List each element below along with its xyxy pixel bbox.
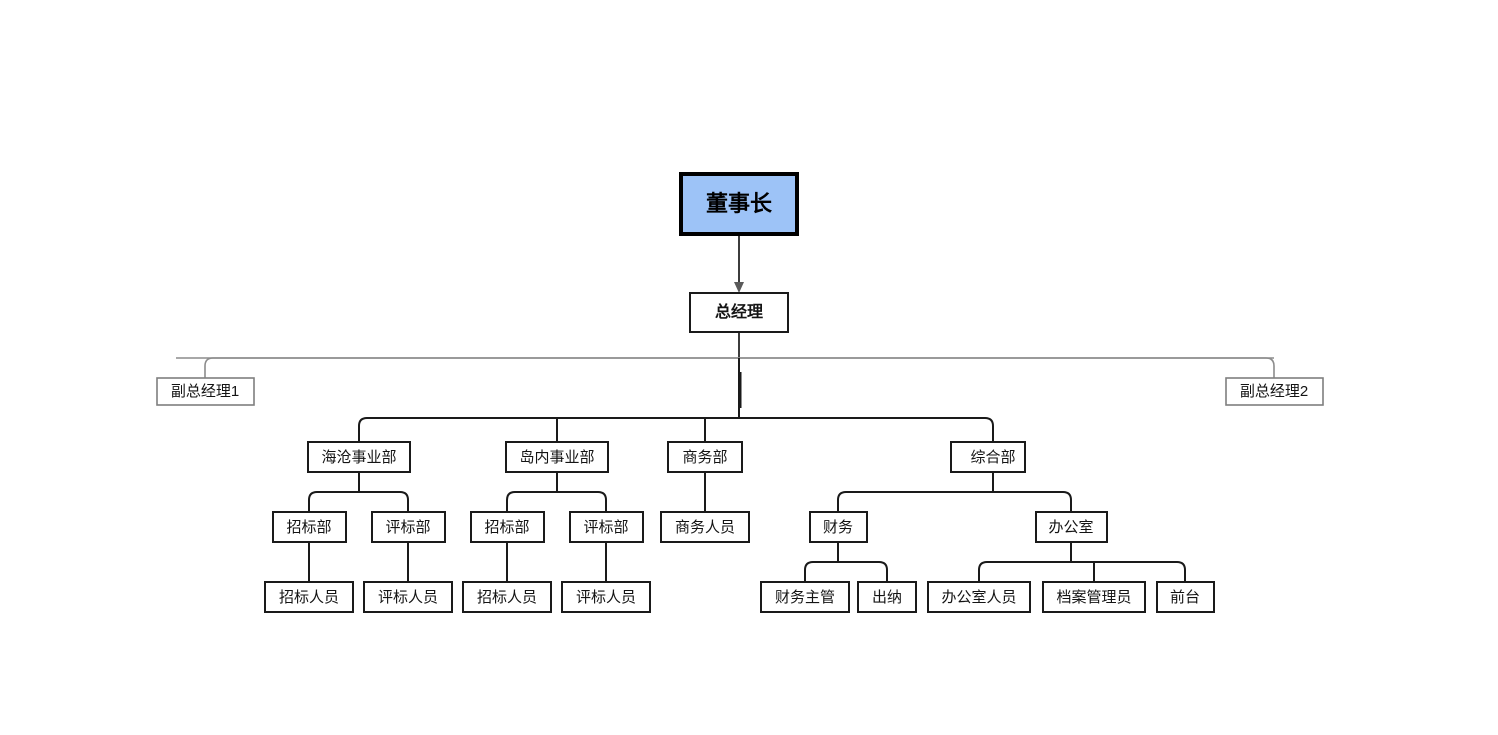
node-office-staff-box[interactable] bbox=[927, 581, 1031, 613]
node-cashier-box[interactable] bbox=[857, 581, 917, 613]
node-daonei-bidding-staff[interactable]: 招标人员 bbox=[462, 581, 552, 613]
node-business-staff[interactable]: 商务人员 bbox=[660, 511, 750, 543]
node-daonei-bidding-staff-label: 招标人员 bbox=[477, 589, 537, 606]
node-archivist-box[interactable] bbox=[1042, 581, 1146, 613]
node-daonei-bidding-dept-label: 招标部 bbox=[484, 519, 529, 536]
connector-layer bbox=[176, 234, 1275, 582]
node-cashier-label: 出纳 bbox=[872, 589, 902, 606]
node-office-staff-label: 办公室人员 bbox=[941, 589, 1016, 606]
node-deputy-manager-2-label: 副总经理2 bbox=[1240, 383, 1308, 400]
node-daonei-evaluation-dept-label: 评标部 bbox=[583, 519, 628, 536]
node-daonei-bidding-dept-box[interactable] bbox=[470, 511, 545, 543]
node-haicang-bidding-dept-box[interactable] bbox=[272, 511, 347, 543]
node-archivist[interactable]: 档案管理员 bbox=[1042, 581, 1146, 613]
node-chairman-box[interactable] bbox=[679, 172, 799, 236]
node-reception-box[interactable] bbox=[1156, 581, 1215, 613]
node-daonei-division[interactable]: 岛内事业部 bbox=[505, 441, 609, 473]
node-haicang-evaluation-dept[interactable]: 评标部 bbox=[371, 511, 446, 543]
node-finance-office-label: 财务 bbox=[823, 519, 853, 536]
node-haicang-evaluation-staff[interactable]: 评标人员 bbox=[363, 581, 453, 613]
node-haicang-bidding-staff-label: 招标人员 bbox=[279, 589, 339, 606]
node-haicang-bidding-staff-box[interactable] bbox=[264, 581, 354, 613]
node-business-staff-box[interactable] bbox=[660, 511, 750, 543]
edge-bus-haicang-children bbox=[308, 491, 409, 512]
node-finance-supervisor-label: 财务主管 bbox=[775, 589, 835, 606]
node-haicang-division-box[interactable] bbox=[307, 441, 411, 473]
edge-bus-finance-children bbox=[804, 561, 888, 582]
node-admin-office-box[interactable] bbox=[1035, 511, 1108, 543]
node-daonei-evaluation-staff-box[interactable] bbox=[561, 581, 651, 613]
edge-bus-general-affairs-children bbox=[837, 491, 1072, 512]
node-daonei-bidding-dept[interactable]: 招标部 bbox=[470, 511, 545, 543]
node-admin-office-label: 办公室 bbox=[1048, 519, 1093, 536]
node-business-department[interactable]: 商务部 bbox=[667, 441, 743, 473]
node-general-manager-box[interactable] bbox=[689, 292, 789, 333]
node-admin-office[interactable]: 办公室 bbox=[1035, 511, 1108, 543]
node-general-manager[interactable]: 总经理 bbox=[689, 292, 789, 333]
node-daonei-evaluation-dept-box[interactable] bbox=[569, 511, 644, 543]
node-deputy-manager-2[interactable]: 副总经理2 bbox=[1225, 377, 1324, 406]
edge-bus-daonei-children bbox=[506, 491, 607, 512]
node-haicang-evaluation-staff-label: 评标人员 bbox=[378, 589, 438, 606]
edge-bus-departments bbox=[358, 417, 994, 442]
node-deputy-manager-1-box[interactable] bbox=[156, 377, 255, 406]
node-office-staff[interactable]: 办公室人员 bbox=[927, 581, 1031, 613]
node-business-staff-label: 商务人员 bbox=[675, 519, 735, 536]
node-general-affairs-department[interactable]: 综合部 bbox=[950, 441, 1026, 473]
node-deputy-manager-2-box[interactable] bbox=[1225, 377, 1324, 406]
node-daonei-division-box[interactable] bbox=[505, 441, 609, 473]
node-daonei-evaluation-dept[interactable]: 评标部 bbox=[569, 511, 644, 543]
node-finance-supervisor-box[interactable] bbox=[760, 581, 850, 613]
node-deputy-manager-1-label: 副总经理1 bbox=[171, 383, 239, 400]
node-business-department-box[interactable] bbox=[667, 441, 743, 473]
node-reception-label: 前台 bbox=[1170, 589, 1200, 606]
node-haicang-division-label: 海沧事业部 bbox=[321, 449, 396, 466]
node-daonei-division-label: 岛内事业部 bbox=[519, 449, 594, 466]
arrowhead-icon bbox=[734, 282, 744, 293]
node-general-manager-label: 总经理 bbox=[715, 302, 763, 321]
node-business-department-label: 商务部 bbox=[682, 449, 727, 466]
node-haicang-division[interactable]: 海沧事业部 bbox=[307, 441, 411, 473]
node-haicang-bidding-dept[interactable]: 招标部 bbox=[272, 511, 347, 543]
node-haicang-evaluation-staff-box[interactable] bbox=[363, 581, 453, 613]
edge-bus-admin-office-children bbox=[978, 561, 1186, 582]
node-daonei-evaluation-staff[interactable]: 评标人员 bbox=[561, 581, 651, 613]
node-archivist-label: 档案管理员 bbox=[1056, 588, 1131, 606]
node-daonei-bidding-staff-box[interactable] bbox=[462, 581, 552, 613]
node-finance-office[interactable]: 财务 bbox=[809, 511, 868, 543]
node-chairman[interactable]: 董事长 bbox=[679, 172, 799, 236]
node-haicang-bidding-staff[interactable]: 招标人员 bbox=[264, 581, 354, 613]
node-finance-office-box[interactable] bbox=[809, 511, 868, 543]
node-daonei-evaluation-staff-label: 评标人员 bbox=[576, 589, 636, 606]
node-finance-supervisor[interactable]: 财务主管 bbox=[760, 581, 850, 613]
node-haicang-evaluation-dept-label: 评标部 bbox=[385, 519, 430, 536]
node-general-affairs-department-label: 综合部 bbox=[970, 449, 1015, 466]
node-reception[interactable]: 前台 bbox=[1156, 581, 1215, 613]
node-general-affairs-department-box[interactable] bbox=[950, 441, 1026, 473]
node-haicang-bidding-dept-label: 招标部 bbox=[286, 519, 331, 536]
node-haicang-evaluation-dept-box[interactable] bbox=[371, 511, 446, 543]
node-deputy-manager-1[interactable]: 副总经理1 bbox=[156, 377, 255, 406]
node-cashier[interactable]: 出纳 bbox=[857, 581, 917, 613]
node-chairman-label: 董事长 bbox=[706, 191, 773, 216]
